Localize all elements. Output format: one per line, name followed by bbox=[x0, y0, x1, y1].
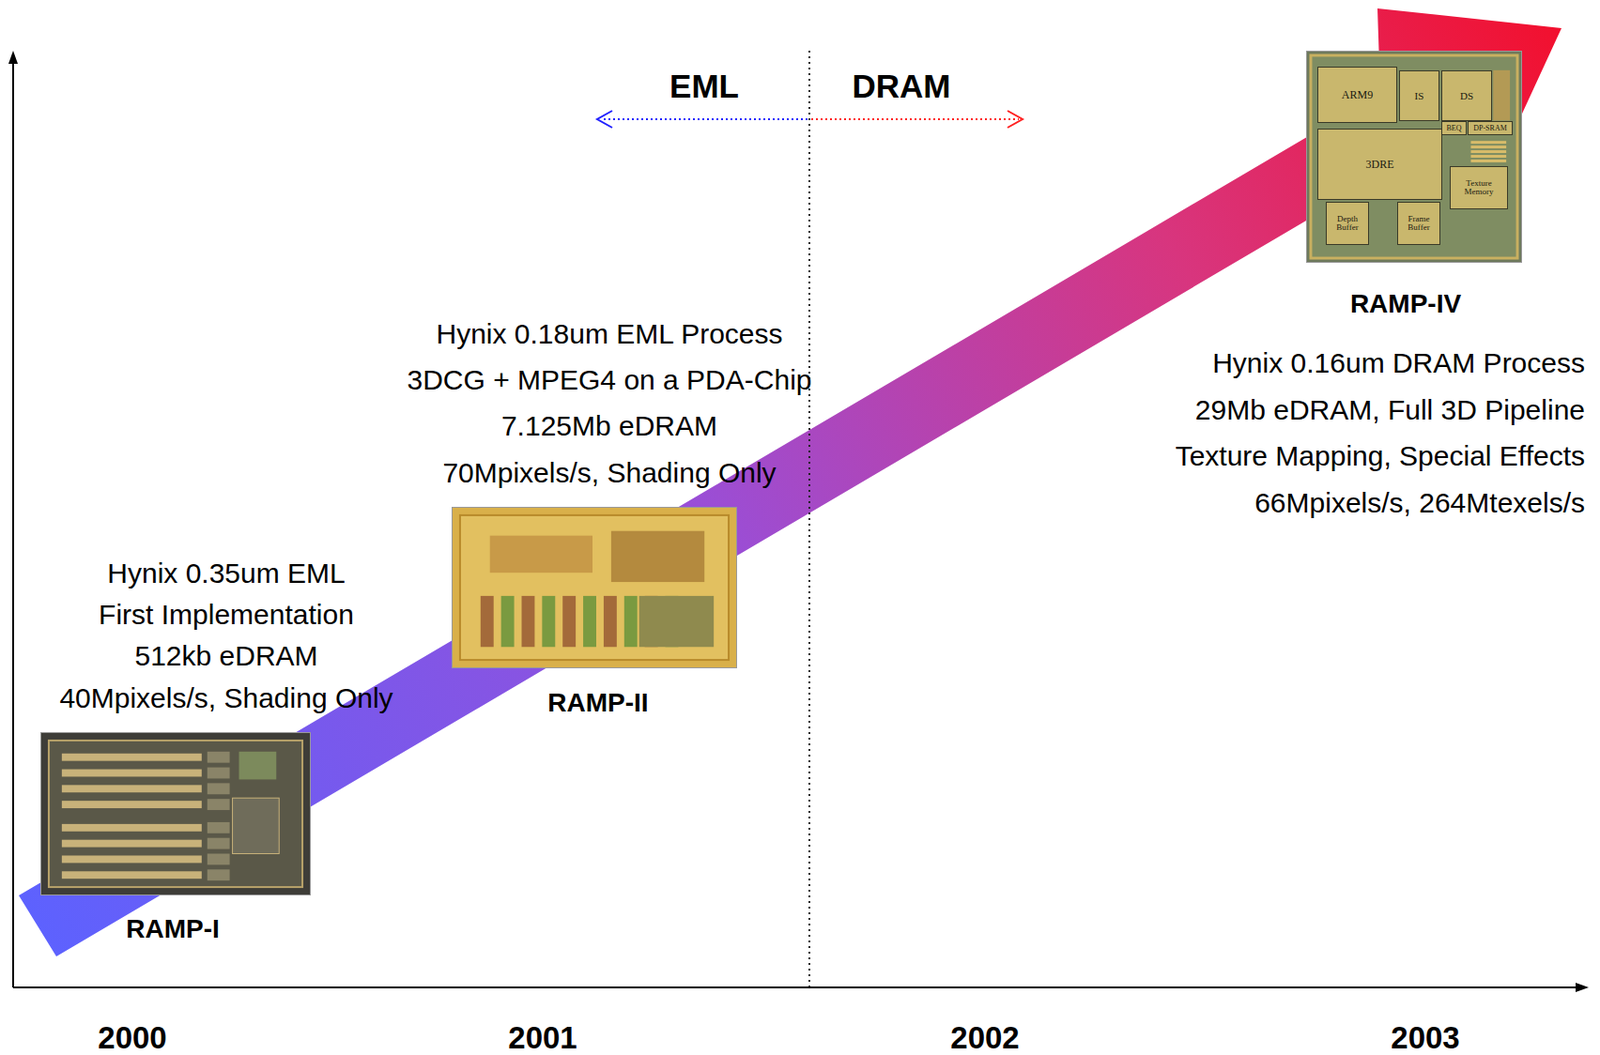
die-block: Texture Memory bbox=[1449, 166, 1508, 210]
block-name: Frame Buffer bbox=[1398, 215, 1440, 232]
spec-line: 29Mb eDRAM, Full 3D Pipeline bbox=[1195, 394, 1585, 428]
block-name: ARM9 bbox=[1341, 89, 1373, 101]
die-artwork bbox=[452, 507, 737, 668]
die-block: Frame Buffer bbox=[1397, 201, 1441, 246]
spec-line: 70Mpixels/s, Shading Only bbox=[442, 457, 776, 491]
spec-line: 512kb eDRAM bbox=[134, 640, 318, 674]
dram-arrow-head bbox=[1007, 110, 1023, 128]
divider-line bbox=[808, 50, 811, 988]
year-label: 2001 bbox=[507, 1020, 577, 1055]
spec-line: 7.125Mb eDRAM bbox=[501, 410, 718, 444]
die-block: IS bbox=[1399, 70, 1440, 122]
spec-line: Texture Mapping, Special Effects bbox=[1175, 440, 1585, 474]
region-label: DRAM bbox=[852, 67, 952, 106]
chip-name: RAMP-I bbox=[125, 914, 220, 945]
block-name: DS bbox=[1460, 91, 1474, 102]
year-label: 2002 bbox=[950, 1020, 1019, 1055]
block-name: BEQ bbox=[1446, 124, 1462, 133]
dram-arrow bbox=[811, 118, 1019, 121]
x-axis-head bbox=[1575, 983, 1589, 993]
die-block: ARM9 bbox=[1317, 66, 1398, 124]
die-block: DP-SRAM bbox=[1467, 121, 1513, 136]
x-axis bbox=[13, 986, 1578, 989]
block-name: Texture Memory bbox=[1450, 179, 1508, 197]
spec-line: 3DCG + MPEG4 on a PDA-Chip bbox=[406, 364, 812, 398]
y-axis-head bbox=[8, 50, 18, 64]
die-block: BEQ bbox=[1441, 121, 1467, 136]
eml-arrow-head bbox=[597, 110, 613, 128]
y-axis bbox=[12, 61, 15, 988]
block-name: DP-SRAM bbox=[1473, 124, 1508, 133]
year-label: 2000 bbox=[97, 1020, 167, 1055]
chip-die: RAMP-IVARM9ISDSBEQDP-SRAM3DRETexture Mem… bbox=[1306, 50, 1523, 263]
block-name: 3DRE bbox=[1366, 158, 1395, 170]
spec-line: First Implementation bbox=[98, 599, 354, 632]
block-name: Depth Buffer bbox=[1326, 215, 1369, 232]
die-block: Depth Buffer bbox=[1325, 201, 1370, 246]
chip-die: RAMP-II bbox=[451, 507, 738, 669]
die-artwork bbox=[41, 733, 310, 895]
die-block: 3DRE bbox=[1317, 128, 1443, 200]
spec-line: 66Mpixels/s, 264Mtexels/s bbox=[1254, 487, 1585, 521]
chip-name: RAMP-IV bbox=[1350, 289, 1462, 320]
spec-line: 40Mpixels/s, Shading Only bbox=[59, 682, 393, 716]
spec-line: Hynix 0.18um EML Process bbox=[435, 318, 783, 352]
eml-arrow bbox=[600, 118, 808, 121]
die-block: DS bbox=[1441, 70, 1493, 122]
chip-die: RAMP-I bbox=[40, 732, 311, 896]
region-label: EML bbox=[669, 67, 739, 106]
spec-line: Hynix 0.35um EML bbox=[107, 557, 345, 591]
progress-band-arrow bbox=[18, 8, 1562, 957]
year-label: 2003 bbox=[1390, 1020, 1460, 1055]
chip-name: RAMP-II bbox=[547, 688, 648, 719]
spec-line: Hynix 0.16um DRAM Process bbox=[1212, 347, 1585, 381]
block-name: IS bbox=[1415, 91, 1425, 102]
